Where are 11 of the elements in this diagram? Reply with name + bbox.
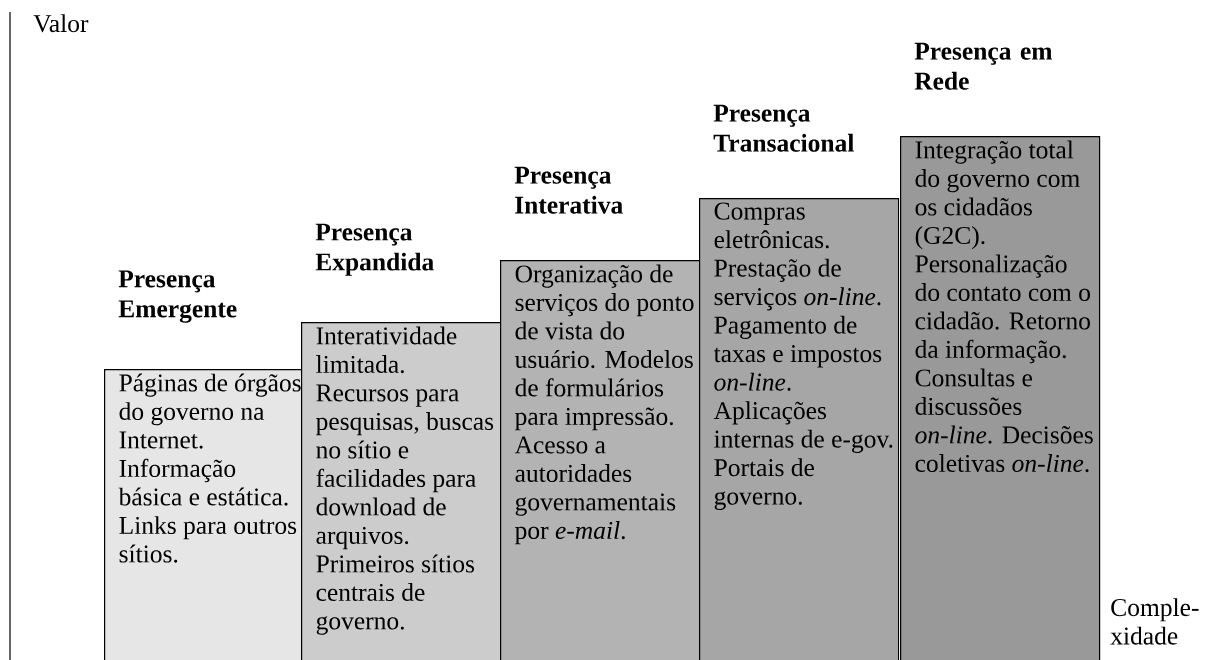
step-box: Integração total do governo com os cidadãos (G2C). Personalização do contato com o cidadão. Retorno da informação. Consultas e discussões on-line. Decisões coletivas on-line. <box>900 136 1101 660</box>
step-box: Páginas de órgãos do governo na Internet. Informação básica e estática. Links para outros sítios. <box>104 369 305 660</box>
step-heading: Presença Expandida <box>315 223 434 276</box>
step-heading: Presença Transacional <box>713 104 854 152</box>
step-heading: Presença Interativa <box>514 166 623 214</box>
step-heading: Presença Emergente <box>118 270 237 323</box>
step-box: Organização de serviços do ponto de vista do usuário. Modelos de formulários para impressão. Acesso a autoridades governamentais por e-mail. <box>500 260 701 660</box>
step-box: Interatividade limitada. Recursos para pesquisas, buscas no sítio e facilidades para download de arquivos. Primeiros sítios centrais de governo. <box>301 322 502 660</box>
step-heading: Presença em Rede <box>914 42 1053 90</box>
step-box: Compras eletrônicas. Prestação de serviços on-line. Pagamento de taxas e impostos on-line. Aplicações internas de e-gov. Portais de governo. <box>699 198 900 660</box>
axis-label: Valor <box>33 14 89 33</box>
